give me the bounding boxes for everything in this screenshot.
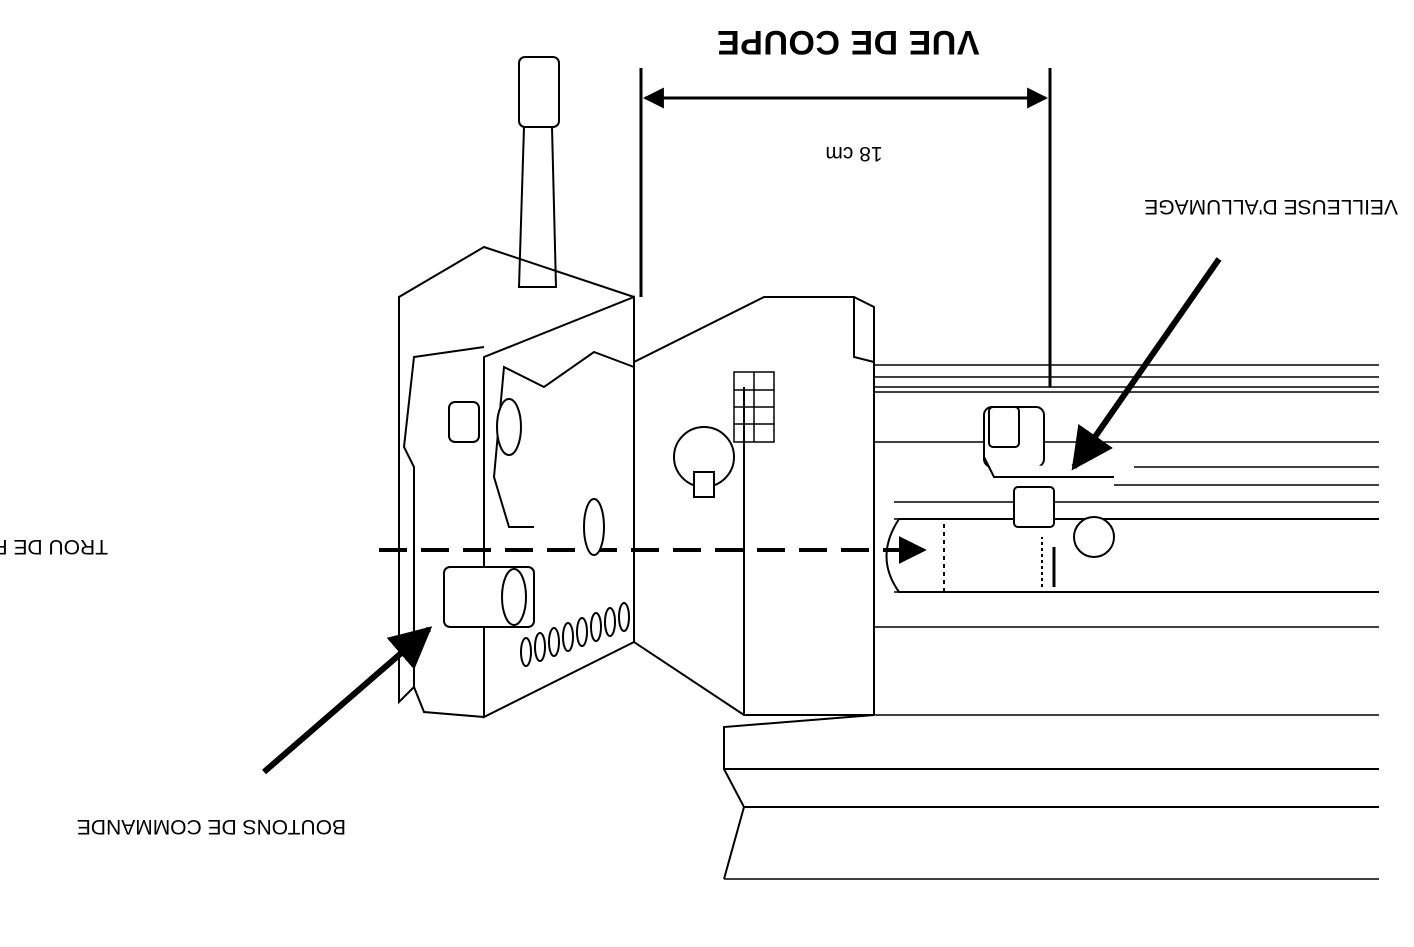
control-knobs-label: BOUTONS DE COMMANDE	[77, 815, 346, 838]
dimension-label: 18 cm	[825, 142, 882, 165]
front-panel	[633, 296, 875, 716]
diagram-title: VUE DE COUPE	[717, 23, 980, 61]
control-housing	[492, 56, 635, 528]
rear-panel	[398, 245, 635, 719]
sight-hole-label: TROU DE REGARD	[0, 535, 108, 558]
knob-icon	[443, 398, 735, 628]
burner-rails	[724, 364, 1379, 880]
dimension-line	[639, 68, 1052, 387]
pilot-arrow	[1071, 257, 1222, 471]
pilot-label: VEILLEUSE D'ALLUMAGE	[1144, 195, 1398, 218]
pilot-assembly-icon	[983, 406, 1115, 558]
control-knobs-arrow	[262, 626, 433, 775]
lower-tray	[723, 714, 1379, 880]
burner-tube	[885, 518, 1379, 593]
vent-slots	[520, 498, 630, 667]
gas-grid	[733, 371, 775, 443]
